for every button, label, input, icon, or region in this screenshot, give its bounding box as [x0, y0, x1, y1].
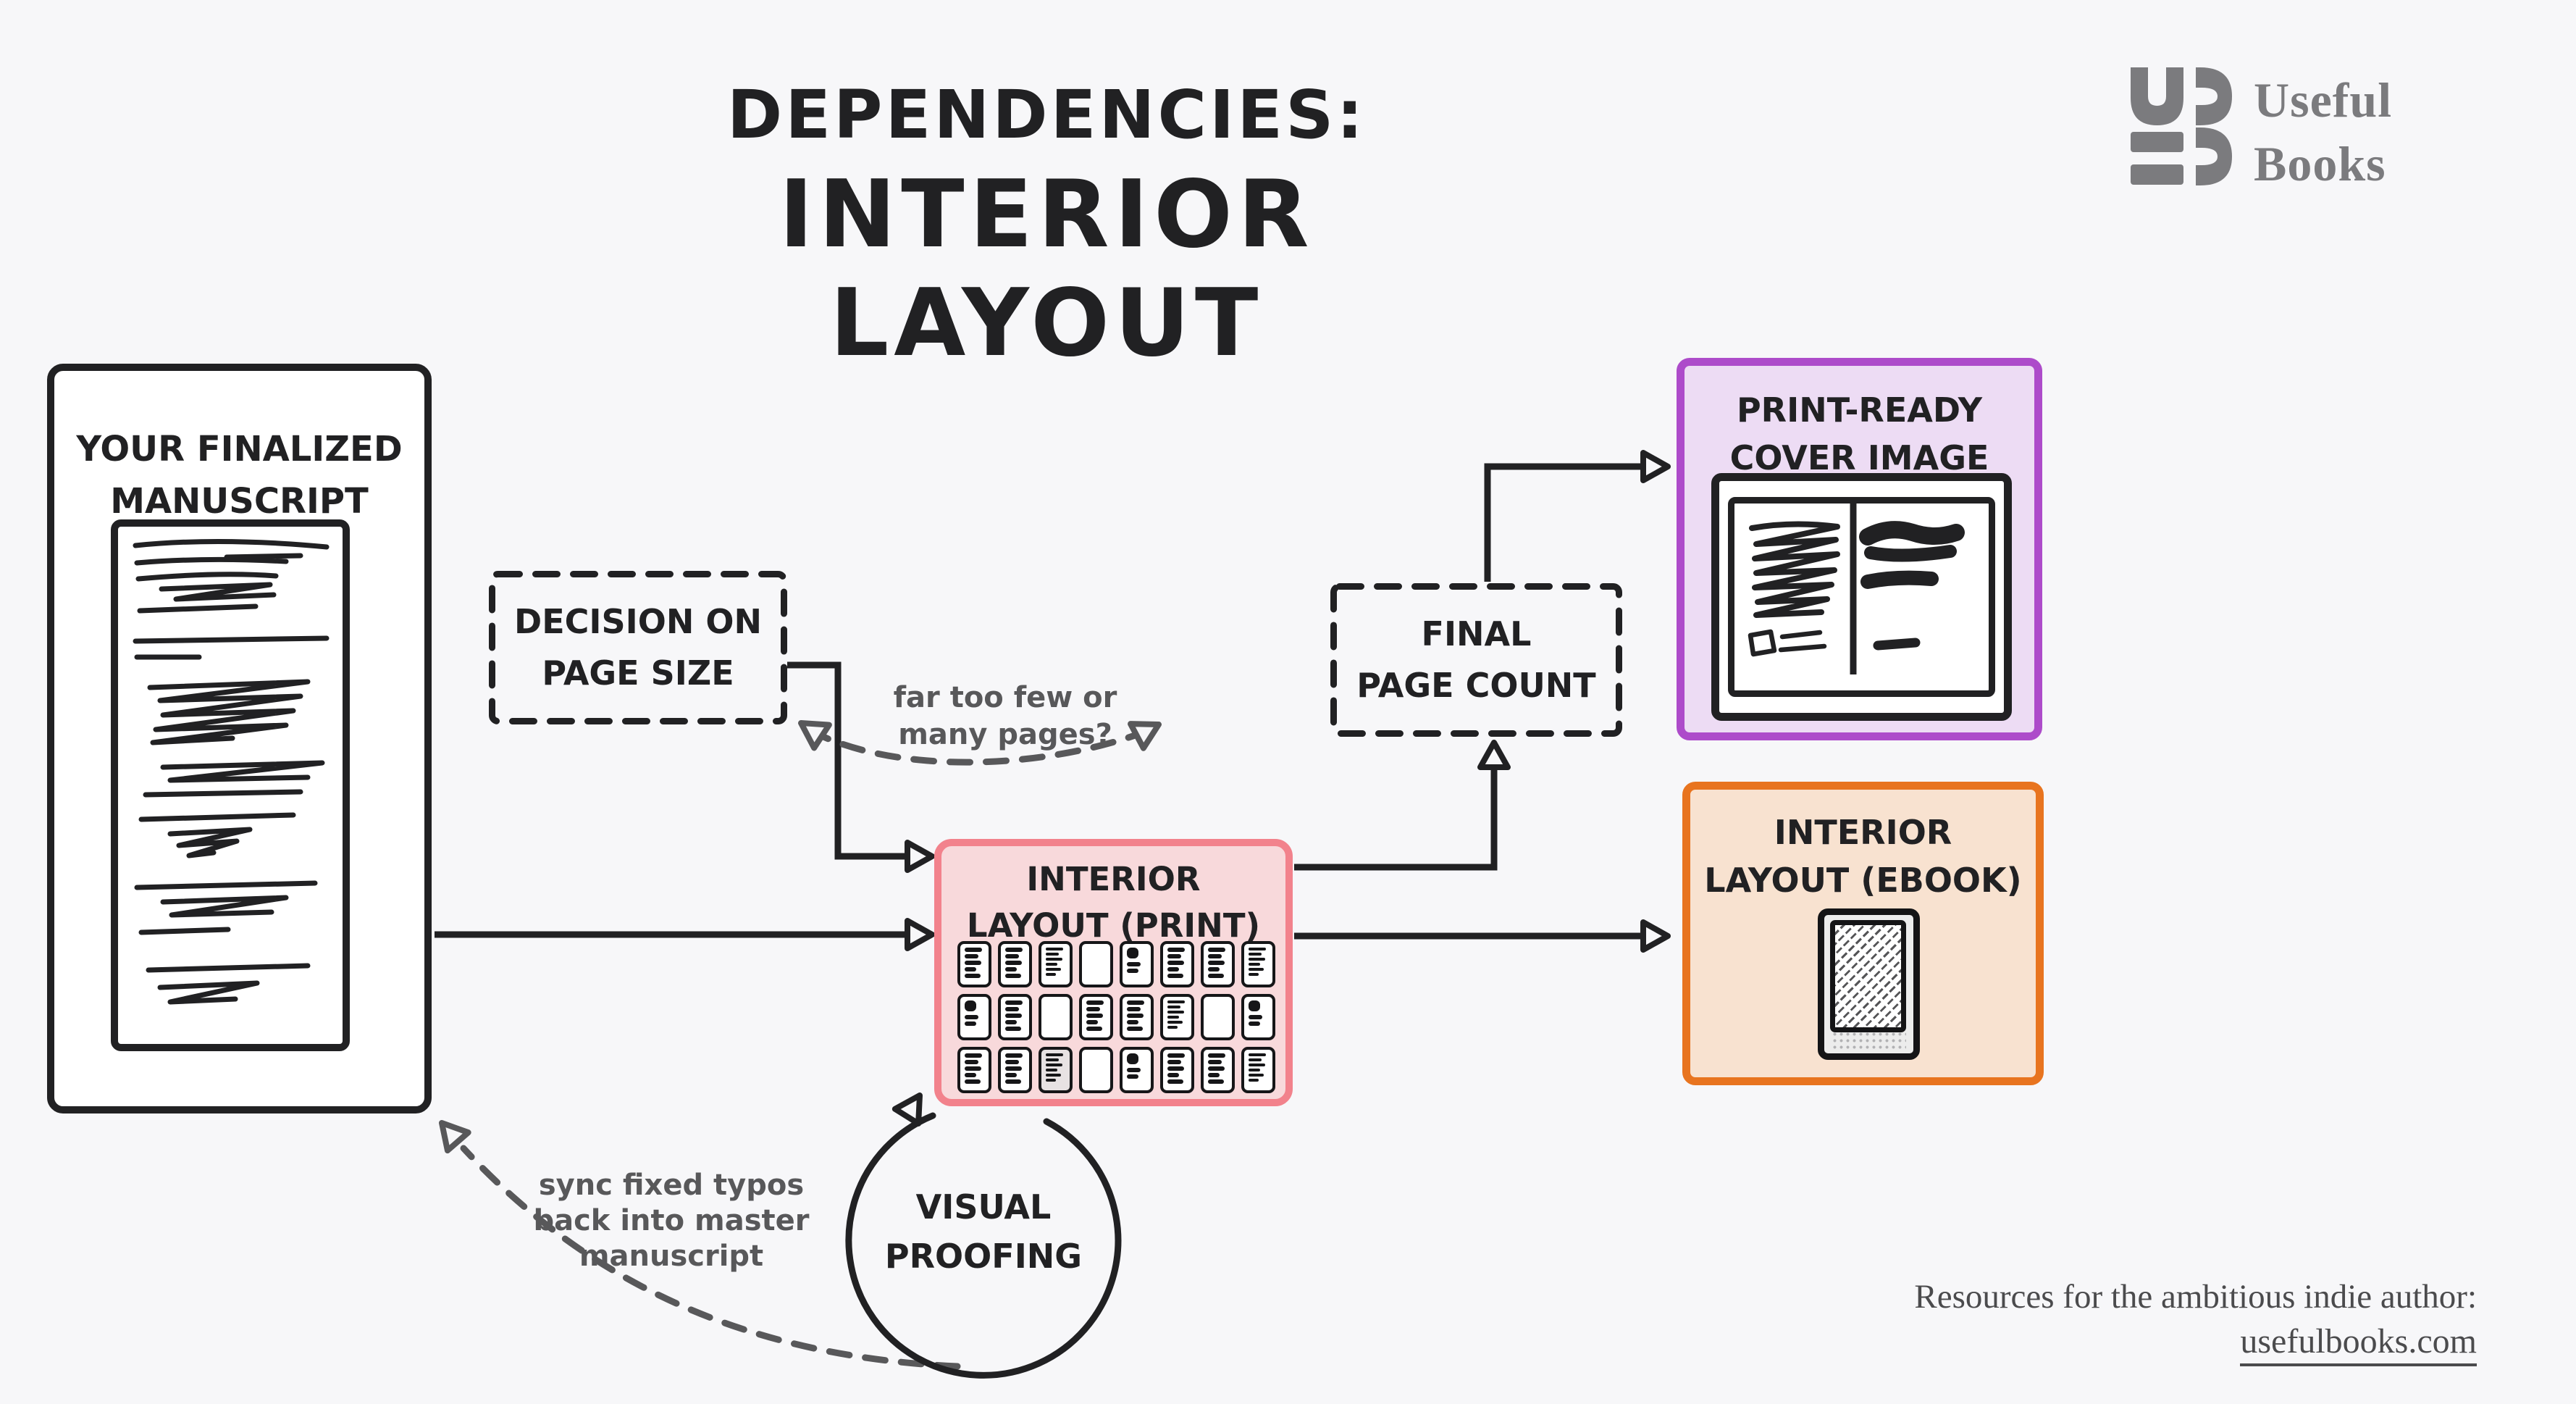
- page-thumbnail-dense: [1160, 994, 1194, 1040]
- page-thumbnail-lines: [998, 941, 1032, 987]
- final-count-box-outline: [1330, 583, 1622, 737]
- cover-spread-sketch: [1711, 473, 2012, 721]
- ereader-screen: [1830, 920, 1906, 1032]
- title-kicker: DEPENDENCIES:: [726, 76, 1367, 154]
- annotation-page-count-question: far too few or many pages?: [893, 681, 1117, 751]
- page-thumbnail-lines: [1201, 1047, 1235, 1093]
- page-title: DEPENDENCIES: INTERIOR LAYOUT: [579, 75, 1514, 378]
- logo-wordmark-line1: Useful: [2254, 72, 2393, 128]
- page-thumbnail-lines: [998, 1047, 1032, 1093]
- annotation-sync-typos: sync fixed typos back into master manusc…: [533, 1169, 810, 1273]
- node-interior-layout-ebook: INTERIOR LAYOUT (EBOOK): [1682, 782, 2044, 1085]
- page-thumbnail-dense: [1241, 1047, 1275, 1093]
- ereader-chin: [1832, 1031, 1906, 1050]
- node-finalized-manuscript: YOUR FINALIZED MANUSCRIPT: [47, 364, 432, 1113]
- page-thumbnail-figure: [1120, 1047, 1154, 1093]
- node-print-ready-cover: PRINT-READY COVER IMAGE: [1677, 358, 2042, 740]
- node-decision-page-size: DECISION ON PAGE SIZE: [514, 602, 762, 693]
- cover-scribbles-icon: [1748, 500, 1965, 678]
- page-thumbnail-lines: [998, 994, 1032, 1040]
- page-thumbnail-lines: [1201, 941, 1235, 987]
- page-thumbnail-blank: [1079, 1047, 1113, 1093]
- page-thumbnail-blank: [1079, 941, 1113, 987]
- logo-wordmark: Useful Books: [2254, 68, 2392, 196]
- page-thumbnail-blank: [1039, 994, 1073, 1040]
- page-thumbnail-lines: [1160, 941, 1194, 987]
- page-thumbnail-figure: [957, 994, 991, 1040]
- node-final-page-count: FINAL PAGE COUNT: [1356, 614, 1596, 705]
- footer-tagline: Resources for the ambitious indie author…: [1914, 1278, 2477, 1316]
- manuscript-title: YOUR FINALIZED MANUSCRIPT: [76, 429, 403, 522]
- usefulbooks-link[interactable]: usefulbooks.com: [2240, 1321, 2477, 1366]
- title-main: INTERIOR LAYOUT: [779, 161, 1314, 377]
- page-thumbnail-dense: [1241, 941, 1275, 987]
- useful-books-logo-icon: [2131, 67, 2232, 185]
- page-thumbnail-lines: [1160, 1047, 1194, 1093]
- print-pages-grid: [957, 941, 1275, 1093]
- page-thumbnail-figure: [1120, 941, 1154, 987]
- page-thumbnail-dense2: [1039, 1047, 1073, 1093]
- footer: Resources for the ambitious indie author…: [1914, 1276, 2477, 1366]
- page-thumbnail-lines: [957, 941, 991, 987]
- page-thumbnail-dense: [1039, 941, 1073, 987]
- node-interior-layout-print: INTERIOR LAYOUT (PRINT): [934, 839, 1293, 1106]
- node-visual-proofing: VISUAL PROOFING: [884, 1187, 1083, 1276]
- page-thumbnail-lines: [957, 1047, 991, 1093]
- page-thumbnail-lines: [1120, 994, 1154, 1040]
- logo-wordmark-line2: Books: [2254, 136, 2386, 191]
- decision-box-outline: [489, 571, 787, 724]
- page-thumbnail-lines: [1079, 994, 1113, 1040]
- page-thumbnail-figure: [1241, 994, 1275, 1040]
- ereader-device-icon: [1818, 908, 1920, 1060]
- manuscript-scribbles-icon: [133, 538, 330, 1005]
- manuscript-page-sketch: [111, 519, 350, 1051]
- page-thumbnail-blank: [1201, 994, 1235, 1040]
